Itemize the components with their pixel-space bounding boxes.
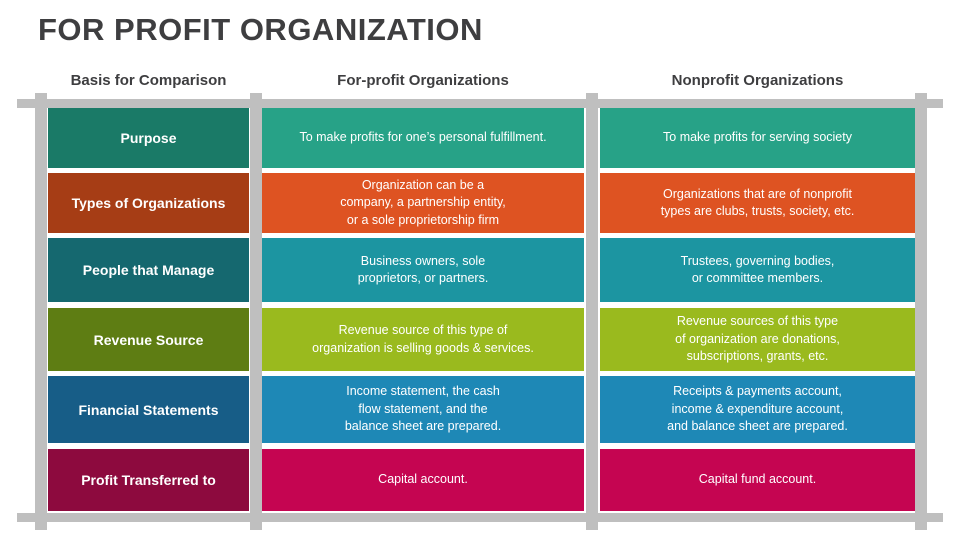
frame-bar-vertical-mid1 <box>250 93 262 530</box>
frame-bar-vertical-mid2 <box>586 93 598 530</box>
basis-cell-financial: Financial Statements <box>48 376 249 443</box>
basis-cell-revenue: Revenue Source <box>48 308 249 371</box>
basis-cell-types: Types of Organizations <box>48 173 249 233</box>
column-header-nonprofit: Nonprofit Organizations <box>671 72 844 89</box>
frame-bar-bottom <box>17 513 943 522</box>
forprofit-cell-revenue: Revenue source of this type of organizat… <box>262 308 584 371</box>
frame-bar-vertical-right <box>915 93 927 530</box>
forprofit-cell-profit: Capital account. <box>262 449 584 511</box>
forprofit-cell-financial: Income statement, the cash flow statemen… <box>262 376 584 443</box>
column-header-forprofit: For-profit Organizations <box>337 72 509 89</box>
forprofit-cell-purpose: To make profits for one’s personal fulfi… <box>262 108 584 168</box>
nonprofit-cell-people: Trustees, governing bodies, or committee… <box>600 238 915 302</box>
nonprofit-cell-purpose: To make profits for serving society <box>600 108 915 168</box>
basis-cell-profit: Profit Transferred to <box>48 449 249 511</box>
nonprofit-cell-profit: Capital fund account. <box>600 449 915 511</box>
basis-cell-people: People that Manage <box>48 238 249 302</box>
frame-bar-vertical-left <box>35 93 47 530</box>
forprofit-cell-people: Business owners, sole proprietors, or pa… <box>262 238 584 302</box>
page-title: FOR PROFIT ORGANIZATION <box>38 12 483 47</box>
column-header-basis: Basis for Comparison <box>70 72 227 89</box>
nonprofit-cell-financial: Receipts & payments account, income & ex… <box>600 376 915 443</box>
nonprofit-cell-types: Organizations that are of nonprofit type… <box>600 173 915 233</box>
basis-cell-purpose: Purpose <box>48 108 249 168</box>
nonprofit-cell-revenue: Revenue sources of this type of organiza… <box>600 308 915 371</box>
forprofit-cell-types: Organization can be a company, a partner… <box>262 173 584 233</box>
frame-bar-top <box>17 99 943 108</box>
